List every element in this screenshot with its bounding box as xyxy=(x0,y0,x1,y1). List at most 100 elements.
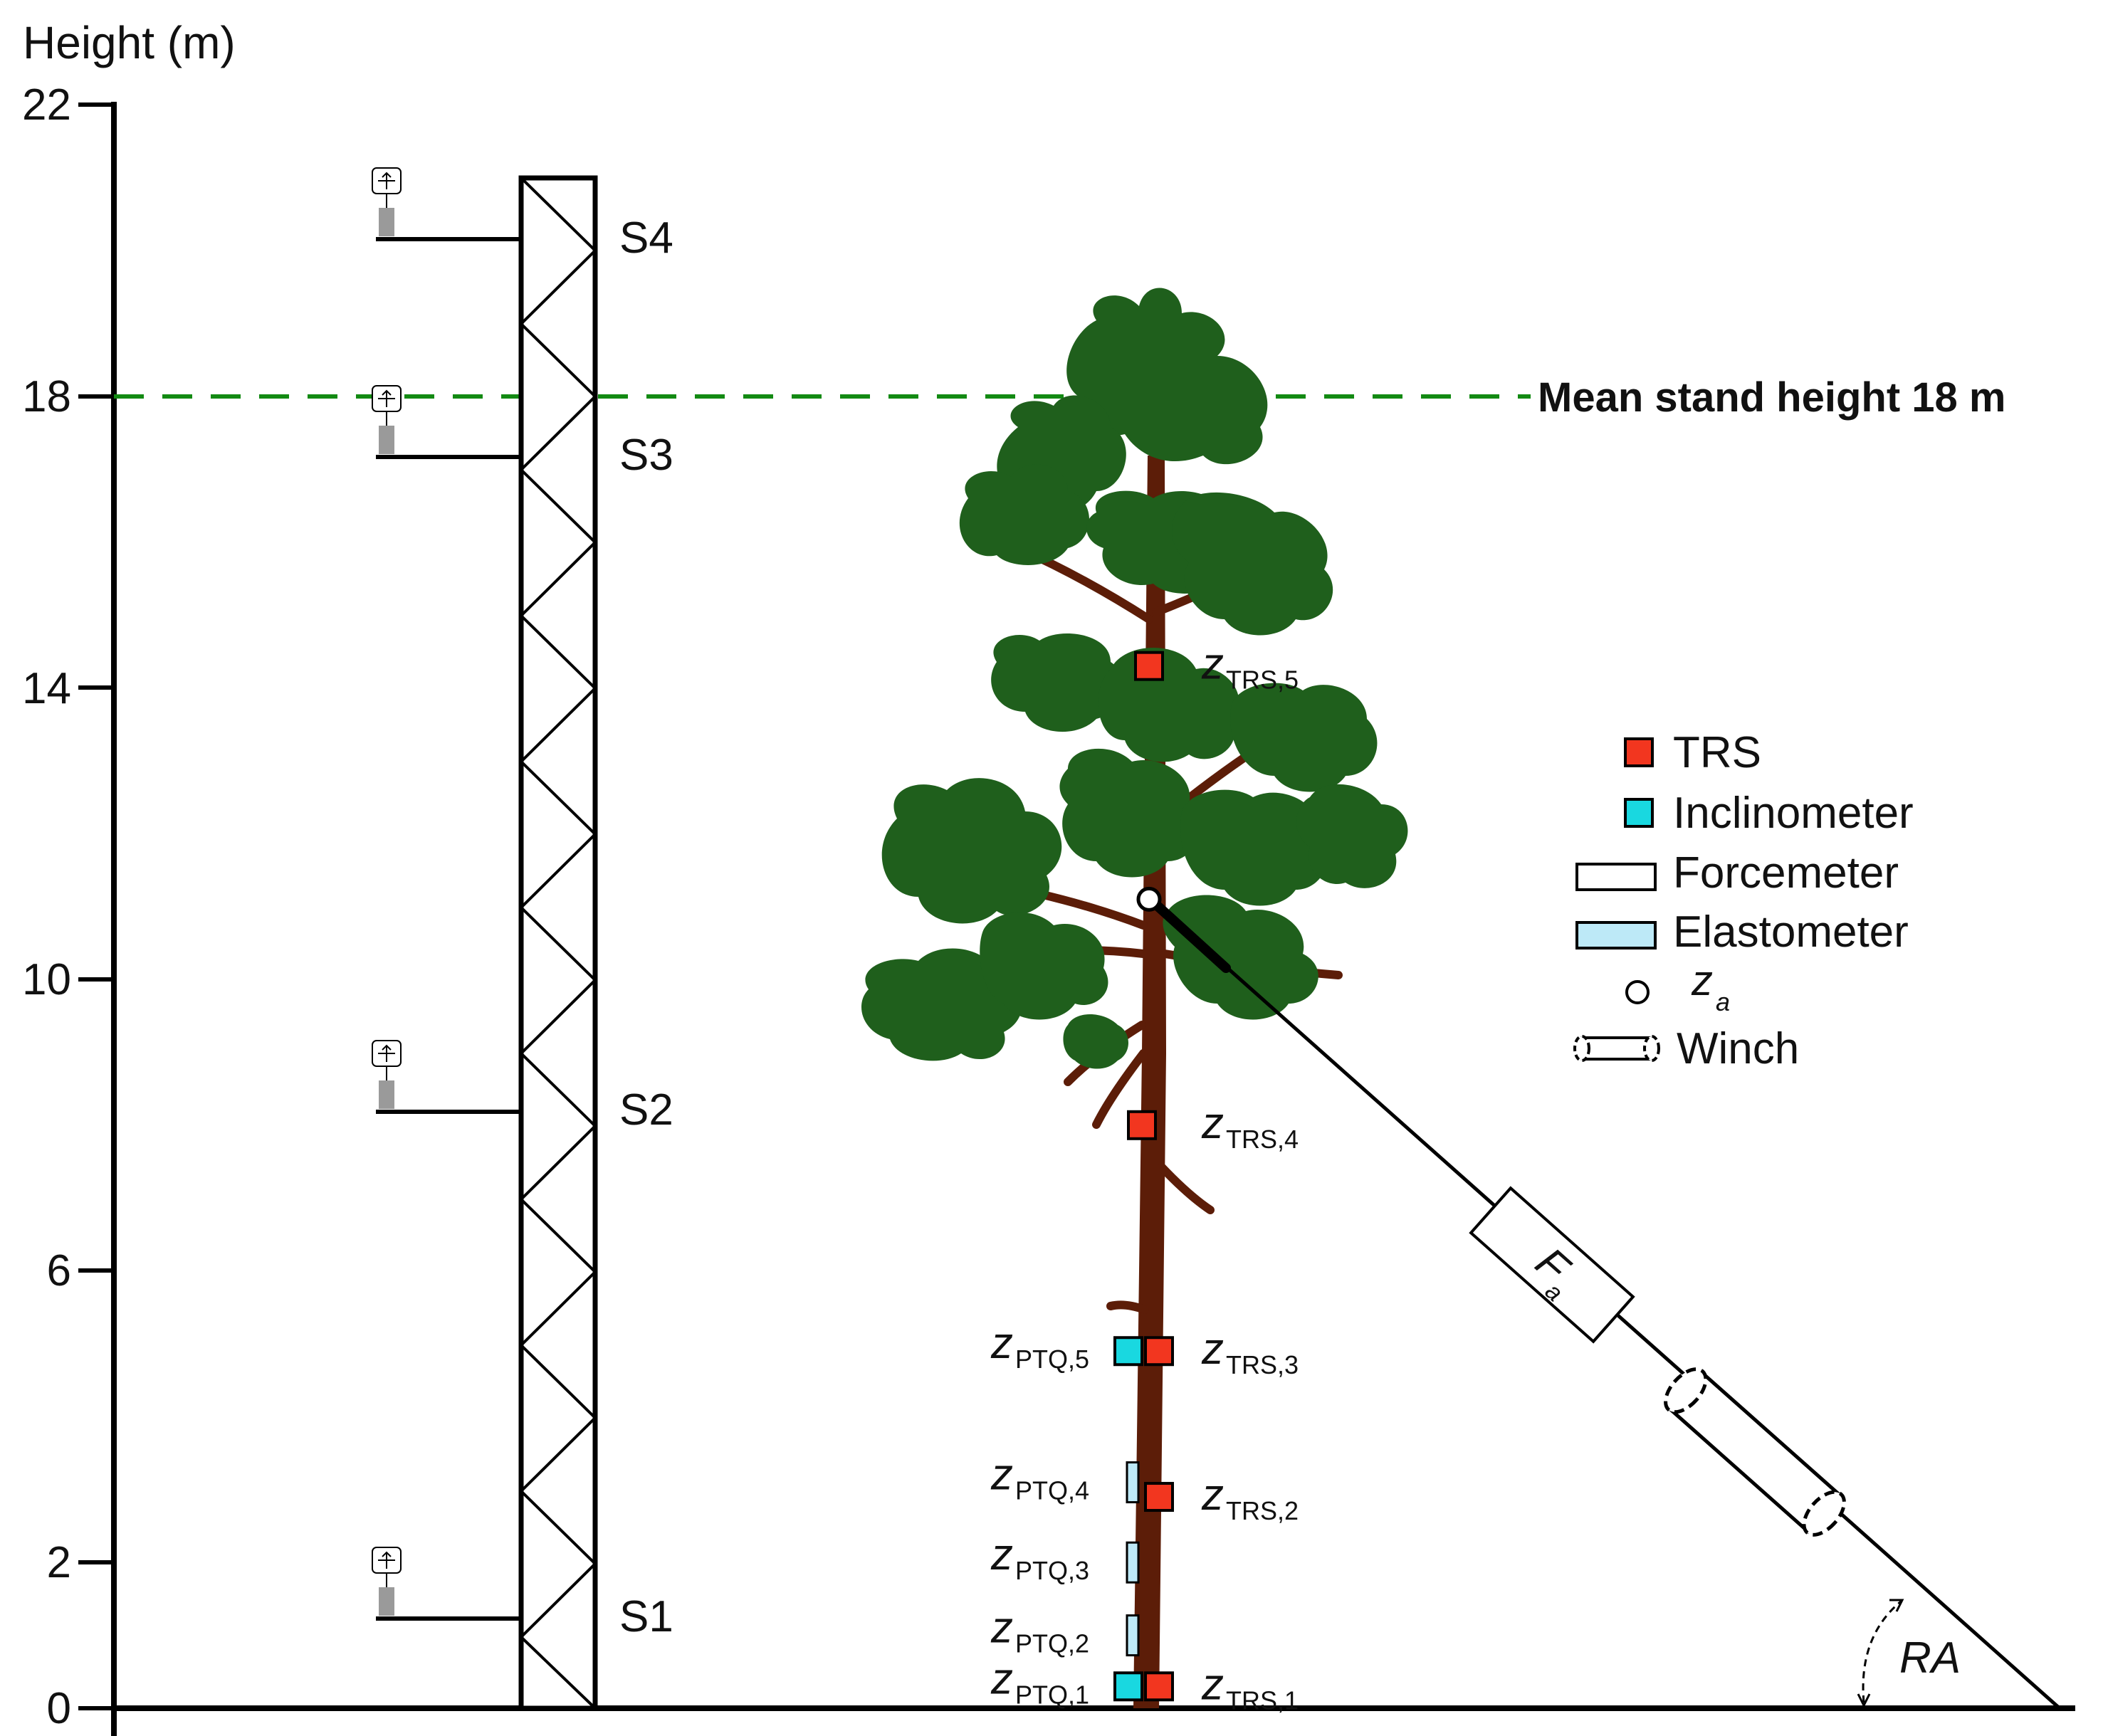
pine-tree xyxy=(861,288,1408,1708)
trs-label-trs-4-sub: TRS,4 xyxy=(1226,1125,1299,1154)
ptq-label-ptq-2-main: z xyxy=(990,1604,1013,1653)
anemometer-arrows-icon xyxy=(378,389,395,407)
crown-cluster xyxy=(881,778,1062,924)
axis-tick-labels: 22 18 14 10 6 2 0 xyxy=(22,80,71,1733)
crown-cluster xyxy=(1063,1014,1128,1069)
angle-arrowhead-icon xyxy=(1889,1599,1904,1612)
trs-label-trs-5-sub: TRS,5 xyxy=(1226,666,1299,695)
legend: TRS Inclinometer Forcemeter Elastometer … xyxy=(1573,728,1914,1073)
tick-label-6: 6 xyxy=(47,1246,71,1295)
sonic-anemometer-body xyxy=(379,1587,394,1616)
station-s3: S3 xyxy=(372,385,673,480)
trs-sensor xyxy=(1144,1482,1174,1513)
crown-cluster xyxy=(861,948,1022,1061)
legend-winch-swatch xyxy=(1573,1035,1660,1062)
crown-cluster xyxy=(991,633,1123,732)
axis-title: Height (m) xyxy=(23,17,236,68)
crown-cluster xyxy=(1163,895,1318,1020)
anchor-point xyxy=(1136,886,1162,912)
trs-label-trs-1-main: z xyxy=(1201,1660,1224,1709)
tick-label-18: 18 xyxy=(22,372,71,421)
winch xyxy=(1664,1367,1846,1537)
legend-anchor-label: z xyxy=(1691,957,1713,1004)
elastometer-sensor xyxy=(1126,1461,1140,1504)
pull-angle-arc xyxy=(1862,1600,1902,1703)
tree-trunk xyxy=(1133,456,1166,1708)
tick-label-0: 0 xyxy=(47,1684,71,1733)
ptq-label-ptq-5-main: z xyxy=(990,1319,1013,1368)
trs-sensor xyxy=(1144,1336,1174,1367)
measurement-tower xyxy=(518,175,598,1711)
legend-trs-swatch xyxy=(1624,737,1654,767)
trs-label-trs-2-main: z xyxy=(1201,1471,1224,1520)
legend-anchor-swatch xyxy=(1625,980,1650,1004)
mean-stand-height: Mean stand height 18 m xyxy=(114,374,2005,421)
trs-label-trs-2-sub: TRS,2 xyxy=(1226,1496,1299,1525)
tower-truss xyxy=(519,177,597,1710)
elastometer-sensor xyxy=(1126,1541,1140,1584)
height-axis: Height (m) 22 18 14 10 6 2 0 xyxy=(22,17,236,1736)
ptq-label-ptq-3-sub: PTQ,3 xyxy=(1015,1556,1089,1585)
trs-sensor xyxy=(1144,1671,1174,1702)
legend-elastometer-swatch xyxy=(1575,921,1657,949)
station-label-s4: S4 xyxy=(619,214,673,263)
trs-sensor xyxy=(1134,651,1164,681)
pulling-rig: F a RA xyxy=(1144,893,2061,1710)
tree-crown xyxy=(861,288,1408,1069)
legend-inclinometer-swatch xyxy=(1624,798,1654,828)
inclinometer-sensor xyxy=(1113,1336,1143,1367)
station-label-s2: S2 xyxy=(619,1085,673,1135)
anemometer-arrows-icon xyxy=(378,172,395,189)
elastometer-sensor xyxy=(1126,1614,1140,1657)
crown-cluster xyxy=(1172,492,1333,636)
crown-top-cluster xyxy=(1066,288,1268,465)
station-s4: S4 xyxy=(372,167,673,263)
ptq-label-ptq-4-sub: PTQ,4 xyxy=(1015,1476,1089,1505)
legend-elastometer-label: Elastometer xyxy=(1673,908,1909,957)
station-s2: S2 xyxy=(372,1040,673,1135)
legend-forcemeter-label: Forcemeter xyxy=(1673,848,1899,898)
angle-arrowhead-icon xyxy=(1857,1693,1871,1708)
station-label-s3: S3 xyxy=(619,431,673,480)
legend-anchor-label-sub: a xyxy=(1716,987,1730,1016)
crown-cluster xyxy=(980,912,1108,1020)
crown-cluster xyxy=(1180,789,1328,906)
ptq-label-ptq-3-main: z xyxy=(990,1530,1013,1579)
ptq-label-ptq-2-sub: PTQ,2 xyxy=(1015,1629,1089,1658)
ptq-label-ptq-4-main: z xyxy=(990,1451,1013,1500)
tower-stations: S4 S3 S2 S1 xyxy=(372,167,673,1641)
axis-ticks xyxy=(78,102,114,1710)
anemometer-arrows-icon xyxy=(378,1551,395,1569)
trs-label-trs-3-sub: TRS,3 xyxy=(1226,1350,1299,1379)
sonic-anemometer-body xyxy=(379,426,394,454)
forcemeter: F a xyxy=(1469,1186,1635,1344)
crown-cluster xyxy=(1296,784,1408,888)
legend-forcemeter-swatch xyxy=(1575,863,1657,891)
forcemeter-box xyxy=(1469,1186,1635,1344)
trs-label-trs-1-sub: TRS,1 xyxy=(1226,1685,1299,1715)
crown-cluster xyxy=(1098,648,1239,762)
tick-label-14: 14 xyxy=(22,664,71,713)
winch-end-right xyxy=(1802,1490,1846,1537)
mean-height-label: Mean stand height 18 m xyxy=(1538,374,2005,421)
crown-cluster xyxy=(959,464,1089,565)
trs-sensor xyxy=(1127,1110,1157,1140)
legend-trs-label: TRS xyxy=(1673,728,1761,777)
tick-label-22: 22 xyxy=(22,80,71,130)
angle-label: RA xyxy=(1899,1634,1961,1683)
anemometer-arrows-icon xyxy=(378,1044,395,1062)
sonic-anemometer-body xyxy=(379,208,394,236)
inclinometer-sensor xyxy=(1113,1671,1143,1702)
